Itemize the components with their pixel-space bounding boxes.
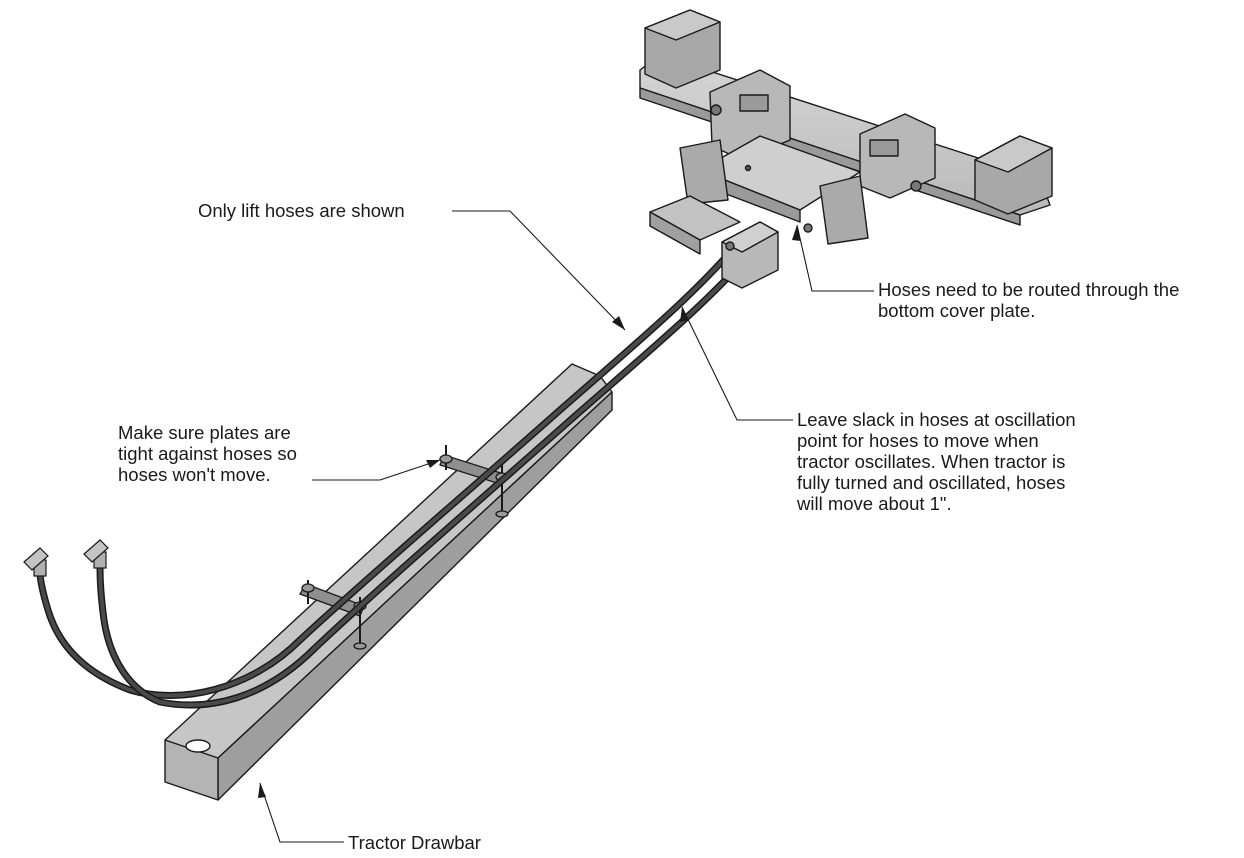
leader-plates	[312, 459, 441, 481]
callout-slack-line-5: will move about 1".	[797, 493, 952, 514]
leader-lines	[259, 210, 874, 843]
callout-cover-plate-line-1: Hoses need to be routed through the	[878, 279, 1180, 300]
callout-plates-line-1: Make sure plates are	[118, 422, 291, 443]
hitch-assembly	[639, 9, 1053, 289]
leader-cover-plate	[796, 224, 874, 292]
callout-slack: Leave slack in hoses at oscillation poin…	[797, 409, 1076, 514]
callout-lift-hoses: Only lift hoses are shown	[198, 200, 405, 221]
leader-arrowheads	[258, 225, 801, 798]
callout-plates-line-3: hoses won't move.	[118, 464, 271, 485]
callout-cover-plate: Hoses need to be routed through the bott…	[878, 279, 1179, 321]
callout-slack-line-3: tractor oscillates. When tractor is	[797, 451, 1066, 472]
callout-cover-plate-line-2: bottom cover plate.	[878, 300, 1036, 321]
callout-slack-line-4: fully turned and oscillated, hoses	[797, 472, 1066, 493]
callout-lift-hoses-text: Only lift hoses are shown	[198, 200, 405, 221]
leader-slack	[681, 306, 793, 421]
callout-drawbar: Tractor Drawbar	[348, 832, 481, 853]
hose-fitting-left	[23, 547, 49, 577]
hose-fitting-right	[83, 539, 109, 569]
callout-drawbar-text: Tractor Drawbar	[348, 832, 481, 853]
leader-lift-hoses	[452, 210, 626, 331]
callout-plates: Make sure plates are tight against hoses…	[118, 422, 297, 485]
lift-hoses	[36, 232, 764, 709]
leader-drawbar	[259, 782, 344, 843]
callout-slack-line-1: Leave slack in hoses at oscillation	[797, 409, 1076, 430]
callout-slack-line-2: point for hoses to move when	[797, 430, 1039, 451]
callout-plates-line-2: tight against hoses so	[118, 443, 297, 464]
